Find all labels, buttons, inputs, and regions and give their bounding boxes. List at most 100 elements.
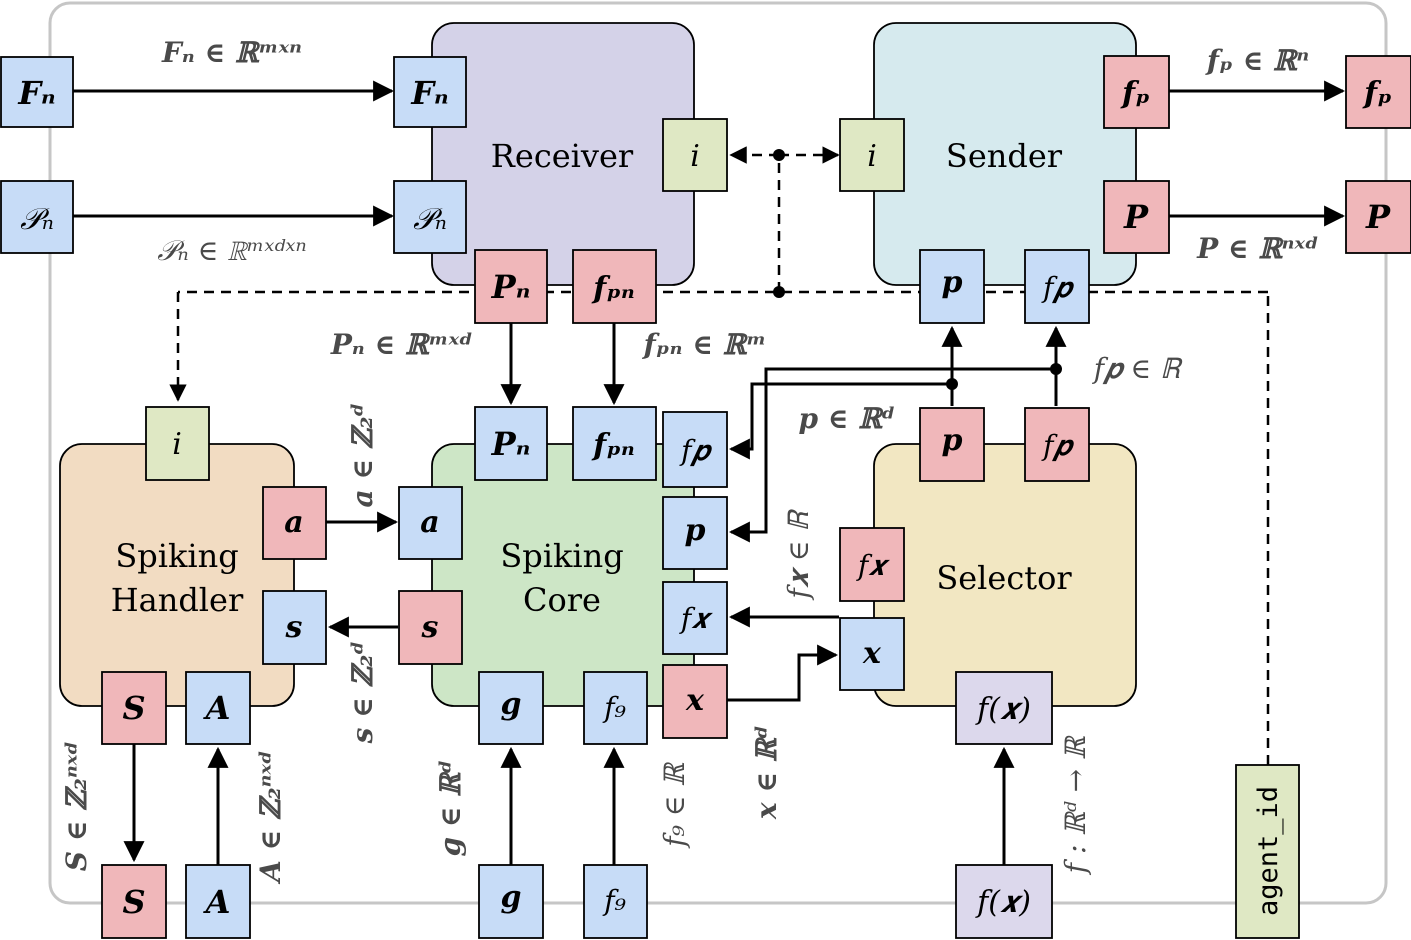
port-fp-sender-in: f𝒑 xyxy=(1024,249,1090,324)
svg-text:𝒂: 𝒂 xyxy=(284,505,303,540)
handler-title-line1: Spiking xyxy=(115,537,238,575)
label-fp: f𝒑 ∈ ℝ xyxy=(1092,352,1183,385)
junction-dot xyxy=(1050,363,1062,375)
sender-module: Sender xyxy=(873,22,1137,286)
edge-labels: 𝑭ₙ ∈ ℝᵐˣⁿ 𝒫ₙ ∈ ℝᵐˣᵈˣⁿ 𝑷ₙ ∈ ℝᵐˣᵈ 𝒇ₚₙ ∈ ℝᵐ… xyxy=(60,36,1319,885)
svg-text:𝑷ₙ: 𝑷ₙ xyxy=(491,425,531,463)
port-fp-vec-output: 𝒇ₚ xyxy=(1345,55,1411,129)
svg-text:𝑺: 𝑺 xyxy=(122,689,145,727)
port-fx-core-in: f𝒙 xyxy=(662,581,728,655)
port-a-core-in: 𝒂 xyxy=(398,486,463,560)
spiking-core-module: Spiking Core xyxy=(431,443,695,707)
svg-text:𝒇ₚ: 𝒇ₚ xyxy=(1120,76,1150,111)
port-A-handler-in: 𝑨 xyxy=(185,671,251,745)
svg-text:𝑭ₙ: 𝑭ₙ xyxy=(17,74,55,112)
svg-text:𝒑: 𝒑 xyxy=(942,265,963,300)
svg-text:f(𝒙): f(𝒙) xyxy=(975,692,1031,727)
solid-connections xyxy=(73,80,1346,865)
port-Pn-core-in: 𝑷ₙ xyxy=(474,406,548,481)
selector-title: Selector xyxy=(936,559,1072,597)
port-p-selector-out: 𝒑 xyxy=(919,407,985,482)
svg-text:𝒙: 𝒙 xyxy=(862,636,882,671)
port-fp-core-in: f𝒑 xyxy=(662,411,728,488)
port-a-handler-out: 𝒂 xyxy=(262,486,327,560)
port-x-selector-in: 𝒙 xyxy=(839,617,905,691)
label-a: 𝒂 ∈ ℤ₂ᵈ xyxy=(346,402,379,507)
sender-title: Sender xyxy=(946,137,1063,175)
port-fp-vec-sender: 𝒇ₚ xyxy=(1103,55,1170,129)
label-p: 𝒑 ∈ ℝᵈ xyxy=(798,402,895,435)
port-Fn-receiver: 𝑭ₙ xyxy=(393,56,467,128)
svg-text:f𝒑: f𝒑 xyxy=(679,434,712,467)
svg-text:𝒇ₚ: 𝒇ₚ xyxy=(1362,76,1392,111)
port-P-sender: 𝑷 xyxy=(1103,180,1170,254)
junction-dot xyxy=(773,149,785,161)
port-P-output: 𝑷 xyxy=(1345,180,1411,254)
agent-id-dashed-lines xyxy=(169,146,1270,765)
port-Pn-receiver-out: 𝑷ₙ xyxy=(474,249,548,324)
svg-text:𝒈: 𝒈 xyxy=(501,880,522,915)
svg-text:𝑨: 𝑨 xyxy=(203,883,231,921)
selector-module: Selector xyxy=(873,443,1137,707)
svg-text:𝒑: 𝒑 xyxy=(685,513,706,548)
label-f: f : ℝᵈ → ℝ xyxy=(1059,735,1092,875)
core-title-line1: Spiking xyxy=(500,537,623,575)
svg-text:𝒈: 𝒈 xyxy=(501,687,522,722)
label-g: 𝒈 ∈ ℝᵈ xyxy=(434,759,467,856)
label-fpn: 𝒇ₚₙ ∈ ℝᵐ xyxy=(642,328,767,361)
label-fg: f₉ ∈ ℝ xyxy=(658,762,691,849)
handler-title-line2: Handler xyxy=(111,581,244,619)
port-s-core-out: 𝒔 xyxy=(398,590,463,665)
svg-text:f₉: f₉ xyxy=(602,691,626,724)
svg-text:𝒇ₚₙ: 𝒇ₚₙ xyxy=(591,271,635,306)
port-i-receiver: i xyxy=(662,118,728,192)
port-fx-selector-out: f𝒙 xyxy=(839,527,905,602)
svg-text:f𝒑: f𝒑 xyxy=(1041,271,1074,304)
label-Fn: 𝑭ₙ ∈ ℝᵐˣⁿ xyxy=(161,36,302,69)
svg-text:f𝒙: f𝒙 xyxy=(679,602,713,635)
port-Pcal-receiver: 𝒫ₙ xyxy=(393,180,467,254)
label-fx: f𝒙 ∈ ℝ xyxy=(782,509,815,601)
port-Fn-input: 𝑭ₙ xyxy=(0,56,74,128)
receiver-title: Receiver xyxy=(491,137,634,175)
svg-text:agent_id: agent_id xyxy=(1253,786,1284,916)
svg-text:𝒔: 𝒔 xyxy=(285,610,303,645)
spiking-handler-module: Spiking Handler xyxy=(59,443,295,707)
svg-text:i: i xyxy=(172,427,182,462)
port-agent-id: agent_id xyxy=(1235,764,1300,939)
port-i-sender: i xyxy=(839,118,905,192)
svg-text:𝑷: 𝑷 xyxy=(1123,198,1149,236)
port-fpn-receiver-out: 𝒇ₚₙ xyxy=(572,249,657,324)
label-P: 𝑷 ∈ ℝⁿˣᵈ xyxy=(1196,232,1319,265)
port-i-handler: i xyxy=(145,406,210,481)
port-fpn-core-in: 𝒇ₚₙ xyxy=(572,406,657,481)
port-p-core-in: 𝒑 xyxy=(662,496,728,570)
port-s-handler-in: 𝒔 xyxy=(262,590,327,665)
svg-text:𝑭ₙ: 𝑭ₙ xyxy=(410,74,448,112)
port-fofx-input: f(𝒙) xyxy=(955,864,1053,939)
port-fp-selector-out: f𝒑 xyxy=(1024,407,1090,482)
svg-text:f₉: f₉ xyxy=(602,884,626,917)
port-g-input: 𝒈 xyxy=(478,864,544,939)
svg-text:f𝒙: f𝒙 xyxy=(856,549,890,582)
port-fg-core-in: f₉ xyxy=(583,671,648,745)
svg-text:f(𝒙): f(𝒙) xyxy=(975,885,1031,920)
port-p-sender-in: 𝒑 xyxy=(919,249,985,324)
label-Pn: 𝑷ₙ ∈ ℝᵐˣᵈ xyxy=(330,328,473,361)
svg-text:𝒫ₙ: 𝒫ₙ xyxy=(413,202,447,237)
receiver-module: Receiver xyxy=(431,22,695,286)
port-fg-input: f₉ xyxy=(583,864,648,939)
junction-dot xyxy=(946,378,958,390)
svg-text:𝒂: 𝒂 xyxy=(420,505,439,540)
label-A: 𝑨 ∈ ℤ₂ⁿˣᵈ xyxy=(254,750,287,885)
svg-text:i: i xyxy=(867,139,877,174)
port-A-input: 𝑨 xyxy=(185,864,251,939)
svg-text:𝒑: 𝒑 xyxy=(942,423,963,458)
svg-text:𝒔: 𝒔 xyxy=(421,610,439,645)
label-S: 𝑺 ∈ ℤ₂ⁿˣᵈ xyxy=(60,741,93,871)
port-Pcal-input: 𝒫ₙ xyxy=(0,180,74,254)
port-g-core-in: 𝒈 xyxy=(478,671,544,745)
label-fp-vec: 𝒇ₚ ∈ ℝⁿ xyxy=(1205,44,1309,77)
